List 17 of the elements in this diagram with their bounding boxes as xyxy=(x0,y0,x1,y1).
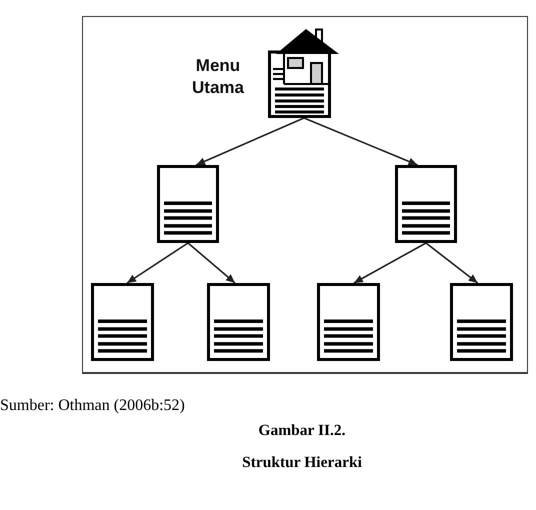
node-label: Menu Utama xyxy=(191,55,245,99)
document-icon xyxy=(395,165,457,243)
figure-number: Gambar II.2. xyxy=(258,422,346,441)
document-icon xyxy=(317,283,380,361)
source-note: Sumber: Othman (2006b:52) xyxy=(0,396,185,416)
arrow xyxy=(426,242,478,284)
document-icon xyxy=(157,165,219,243)
document-icon xyxy=(91,283,154,361)
arrow xyxy=(304,117,418,166)
figure-caption: Struktur Hierarki xyxy=(242,454,362,473)
arrow xyxy=(354,242,426,284)
arrow xyxy=(126,242,188,284)
document-icon xyxy=(207,283,270,361)
document-icon xyxy=(450,283,513,361)
arrow xyxy=(187,242,236,284)
arrow xyxy=(196,117,304,166)
house-page-icon xyxy=(268,28,340,118)
